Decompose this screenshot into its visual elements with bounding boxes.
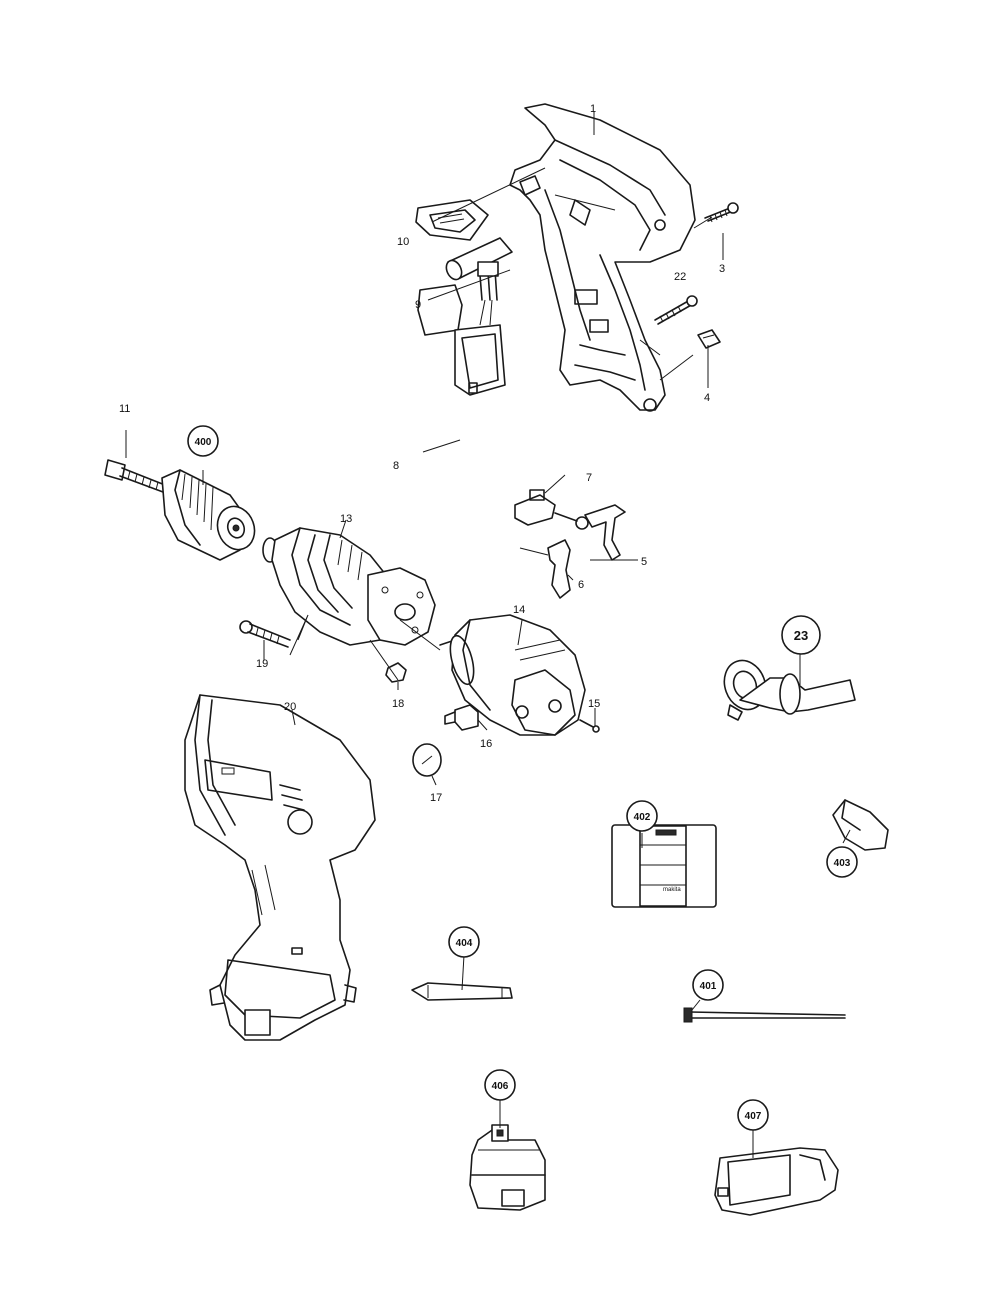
clip-4-part <box>697 329 721 349</box>
depth-rod-part <box>683 1007 846 1023</box>
svg-text:400: 400 <box>195 437 212 448</box>
circle-label-402: 402 <box>626 800 658 832</box>
circle-label-403: 403 <box>826 846 858 878</box>
label-part-8: 8 <box>393 460 399 472</box>
leader-lines <box>125 112 851 1158</box>
label-part-5: 5 <box>641 556 647 568</box>
circle-label-401: 401 <box>692 969 724 1001</box>
circle-label-400: 400 <box>187 425 219 457</box>
svg-text:401: 401 <box>700 981 717 992</box>
svg-text:407: 407 <box>745 1111 762 1122</box>
screw-19-part <box>239 620 291 648</box>
strap-part <box>832 799 889 851</box>
label-part-7: 7 <box>586 472 592 484</box>
brush-holder-part <box>444 704 479 731</box>
spring-plate-part <box>584 504 626 561</box>
main-housing-part <box>184 694 376 1041</box>
svg-text:404: 404 <box>456 938 473 949</box>
gear-assembly-part <box>262 527 436 646</box>
label-part-14: 14 <box>513 604 525 616</box>
trigger-switch-part <box>417 261 506 396</box>
screw-3-part <box>704 202 739 223</box>
screwdriver-bit-part <box>411 982 513 1001</box>
motor-part <box>439 614 586 736</box>
label-part-22: 22 <box>674 271 686 283</box>
circled-part-labels: 400 23 402 403 404 401 406 407 <box>187 425 858 1131</box>
screw-22-part <box>654 295 698 325</box>
svg-text:403: 403 <box>834 858 851 869</box>
magnet-cylinder-part <box>445 237 513 281</box>
label-part-16: 16 <box>480 738 492 750</box>
battery-pack-part <box>469 1124 546 1211</box>
housing-half-part <box>509 103 696 412</box>
label-part-19: 19 <box>256 658 268 670</box>
label-part-4: 4 <box>704 392 710 404</box>
label-part-15: 15 <box>588 698 600 710</box>
brush-cap-part <box>412 743 442 777</box>
svg-text:23: 23 <box>794 628 808 643</box>
part-number-labels: 1 3 4 5 6 7 8 9 10 11 13 14 15 16 17 18 … <box>119 103 725 804</box>
circle-label-404: 404 <box>448 926 480 958</box>
charger-part <box>714 1147 839 1216</box>
label-part-3: 3 <box>719 263 725 275</box>
svg-text:402: 402 <box>634 812 651 823</box>
screw-15-part <box>579 719 600 733</box>
label-part-17: 17 <box>430 792 442 804</box>
change-lever-part <box>514 489 589 530</box>
label-part-20: 20 <box>284 701 296 713</box>
circle-label-407: 407 <box>737 1099 769 1131</box>
nut-18-part <box>385 662 407 683</box>
svg-text:406: 406 <box>492 1081 509 1092</box>
side-grip-part <box>723 659 856 721</box>
label-part-10: 10 <box>397 236 409 248</box>
label-part-18: 18 <box>392 698 404 710</box>
lever-6-part <box>519 539 571 599</box>
chuck-screw-part <box>104 459 166 493</box>
circle-label-23: 23 <box>781 615 821 655</box>
label-part-1: 1 <box>590 103 596 115</box>
carrying-case-part: makita <box>611 824 717 908</box>
circle-label-406: 406 <box>484 1069 516 1101</box>
case-brand-text: makita <box>663 887 681 893</box>
label-part-13: 13 <box>340 513 352 525</box>
label-part-6: 6 <box>578 579 584 591</box>
label-part-9: 9 <box>415 299 421 311</box>
switch-plate-part <box>415 199 489 241</box>
label-part-11: 11 <box>119 403 130 415</box>
keyless-chuck-part <box>161 469 256 561</box>
